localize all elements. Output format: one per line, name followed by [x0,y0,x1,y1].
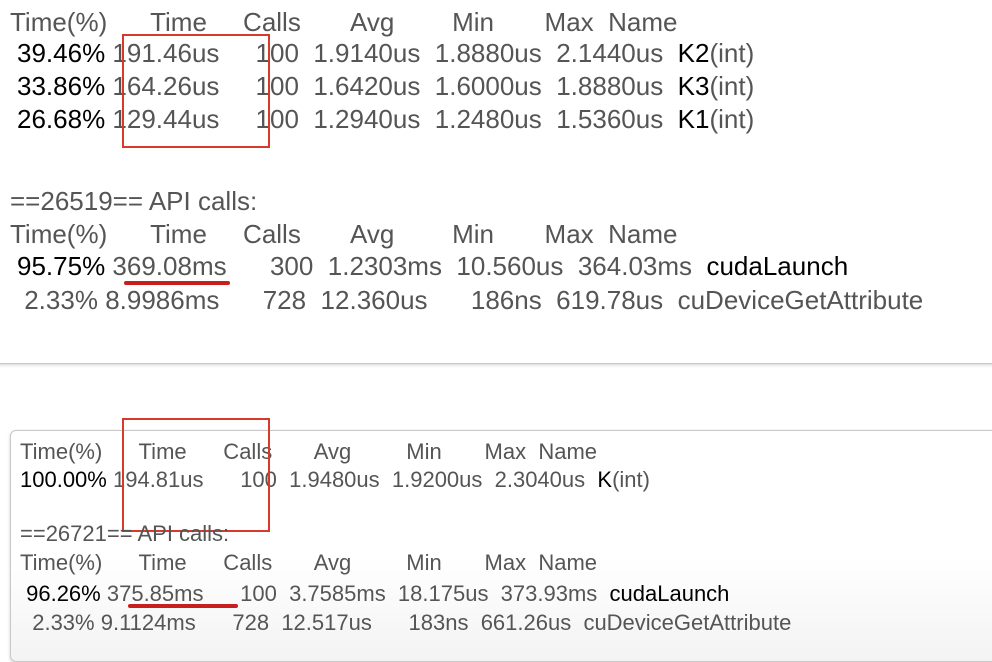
kernel-args: (int) [612,467,650,492]
time-highlight-box [122,34,270,148]
time-value: 191.46us [112,38,220,68]
top-api-row: 95.75% 369.08ms 300 1.2303ms 10.560us 36… [17,253,848,279]
api-name: cudaLaunch [609,581,730,606]
bottom-gpu-row: 100.00% 194.81us 100 1.9480us 1.9200us 2… [20,469,650,491]
time-value: 369.08ms [112,251,227,281]
top-gpu-row: 33.86% 164.26us 100 1.6420us 1.6000us 1.… [17,73,754,99]
time-underline [128,604,238,608]
top-gpu-header: Time(%) Time Calls Avg Min Max Name [10,7,678,37]
top-api-header: Time(%) Time Calls Avg Min Max Name [10,219,678,249]
time-percent: 2.33% [20,610,95,635]
time-value: 129.44us [112,104,220,134]
stats: 100 1.9480us 1.9200us 2.3040us [203,467,598,492]
stats: 728 12.517us 183ns 661.26us [195,610,584,635]
api-name: cuDeviceGetAttribute [677,285,924,315]
kernel-name: K2 [677,38,710,68]
top-gpu-row: 39.46% 191.46us 100 1.9140us 1.8880us 2.… [17,40,754,66]
bottom-profile-panel [10,430,992,662]
time-value: 9.1124ms [100,610,196,635]
kernel-name: K3 [677,71,710,101]
api-name: cudaLaunch [706,251,849,281]
stats: 100 1.9140us 1.8880us 2.1440us [219,38,678,68]
stats: 100 1.2940us 1.2480us 1.5360us [219,104,678,134]
time-value: 164.26us [112,71,220,101]
time-percent: 33.86% [17,71,106,101]
bottom-api-row: 96.26% 375.85ms 100 3.7585ms 18.175us 37… [20,583,729,605]
time-percent: 39.46% [17,38,106,68]
stats: 728 12.360us 186ns 619.78us [219,285,678,315]
kernel-name: K [597,467,613,492]
time-percent: 95.75% [17,251,106,281]
time-value: 8.9986ms [105,285,220,315]
bottom-api-row: 2.33% 9.1124ms 728 12.517us 183ns 661.26… [20,612,791,634]
time-highlight-box [122,418,270,532]
bottom-gpu-header: Time(%) Time Calls Avg Min Max Name [20,439,598,464]
time-percent: 2.33% [17,285,98,315]
bottom-api-title: ==26721== API calls: [20,521,230,546]
time-value: 194.81us [112,467,204,492]
stats: 100 1.6420us 1.6000us 1.8880us [219,71,678,101]
kernel-args: (int) [709,38,755,68]
time-percent: 96.26% [20,581,101,606]
time-percent: 26.68% [17,104,106,134]
top-profile-panel [0,0,992,364]
kernel-name: K1 [677,104,710,134]
top-gpu-row: 26.68% 129.44us 100 1.2940us 1.2480us 1.… [17,106,754,132]
kernel-args: (int) [709,71,755,101]
top-api-row: 2.33% 8.9986ms 728 12.360us 186ns 619.78… [17,287,923,313]
time-percent: 100.00% [20,467,107,492]
time-value: 375.85ms [106,581,204,606]
stats: 100 3.7585ms 18.175us 373.93ms [203,581,610,606]
top-api-title: ==26519== API calls: [10,186,258,216]
stats: 300 1.2303ms 10.560us 364.03ms [226,251,707,281]
bottom-api-header: Time(%) Time Calls Avg Min Max Name [20,550,598,575]
time-underline [124,281,230,285]
api-name: cuDeviceGetAttribute [583,610,792,635]
kernel-args: (int) [709,104,755,134]
